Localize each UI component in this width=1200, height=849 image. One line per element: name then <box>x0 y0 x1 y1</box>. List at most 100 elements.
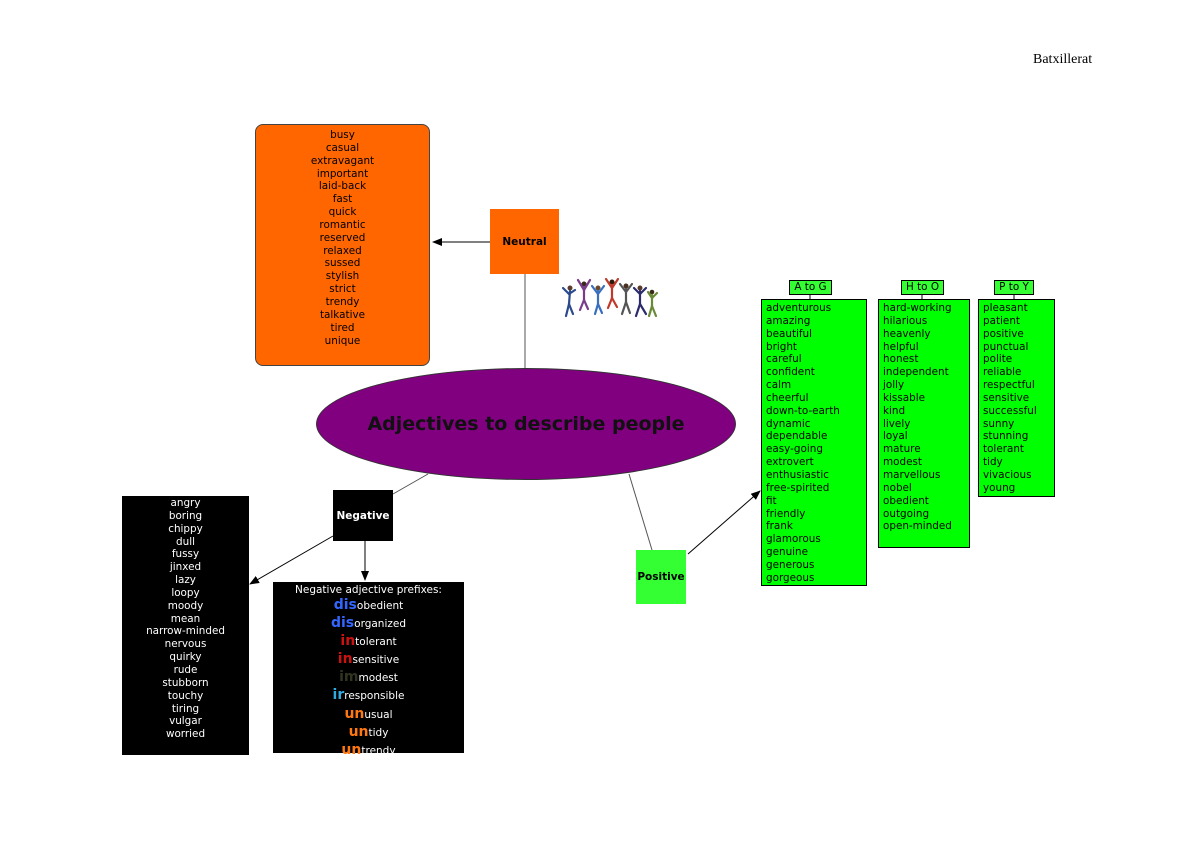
list-item: talkative <box>319 308 366 321</box>
list-item: narrow-minded <box>146 625 225 638</box>
list-item: marvellous <box>883 468 941 481</box>
list-item: lively <box>883 417 911 430</box>
list-item: dynamic <box>766 417 811 430</box>
word-root: trendy <box>361 744 396 757</box>
list-item: beautiful <box>766 327 813 340</box>
list-item: down-to-earth <box>766 404 840 417</box>
list-item: laid-back <box>318 180 367 193</box>
list-item: extravagant <box>310 154 375 167</box>
negative-node: Negative <box>333 490 393 541</box>
list-item: gorgeous <box>766 571 815 584</box>
list-item: open-minded <box>883 520 952 533</box>
list-item: loyal <box>883 430 908 443</box>
central-topic-ellipse: Adjectives to describe people <box>316 368 736 480</box>
list-item: tired <box>330 321 355 334</box>
word-root: usual <box>364 708 393 721</box>
header-label: Batxillerat <box>1033 52 1093 67</box>
list-item: stubborn <box>162 676 209 689</box>
list-item: unique <box>324 334 361 347</box>
neutral-label: Neutral <box>502 235 547 248</box>
list-item: confident <box>766 366 815 379</box>
list-item: calm <box>766 379 792 392</box>
positive-node: Positive <box>636 550 686 604</box>
list-item: successful <box>983 404 1037 417</box>
positive-label: Positive <box>637 571 685 583</box>
list-item: moody <box>167 599 204 612</box>
list-item: angry <box>170 497 201 509</box>
word-root: tidy <box>368 726 389 739</box>
connector-positive-center <box>628 473 653 551</box>
list-item: independent <box>883 366 949 379</box>
negative-prefixes-box: Negative adjective prefixes: disobedient… <box>273 582 464 758</box>
list-item: enthusiastic <box>766 468 829 481</box>
prefix-row: immodest <box>273 669 464 687</box>
prefix-part: un <box>341 741 362 758</box>
list-item: respectful <box>983 379 1035 392</box>
prefix-row: irresponsible <box>273 687 464 705</box>
list-item: nobel <box>883 481 912 494</box>
prefix-row: unusual <box>273 706 464 724</box>
word-root: sensitive <box>352 654 400 667</box>
list-item: tolerant <box>983 443 1025 456</box>
word-root: tolerant <box>355 636 397 649</box>
list-item: vulgar <box>169 715 202 728</box>
list-item: glamorous <box>766 533 821 546</box>
list-item: fit <box>766 494 777 507</box>
list-item: rude <box>173 663 198 676</box>
list-item: stunning <box>983 430 1029 443</box>
list-item: honest <box>883 353 919 366</box>
list-item: pleasant <box>983 302 1028 314</box>
jumping-people-image <box>561 277 659 318</box>
column-header-p-to-y: P to Y <box>994 280 1034 295</box>
prefix-part: dis <box>333 597 357 613</box>
list-item: relaxed <box>323 244 362 257</box>
list-item: modest <box>883 456 922 469</box>
list-item: strict <box>329 283 356 296</box>
list-item: sunny <box>983 417 1015 430</box>
list-item: worried <box>165 728 206 741</box>
connector-negative-center <box>392 473 429 495</box>
list-item: obedient <box>883 494 929 507</box>
central-topic-title: Adjectives to describe people <box>367 413 685 435</box>
list-item: young <box>983 481 1016 494</box>
list-item: tiring <box>171 702 200 715</box>
list-item: heavenly <box>883 327 931 340</box>
list-item: mean <box>170 612 201 625</box>
list-item: hard-working <box>883 302 952 314</box>
list-item: loopy <box>171 586 200 599</box>
prefix-row: untrendy <box>273 742 464 760</box>
list-item: stylish <box>325 270 360 283</box>
list-item: free-spirited <box>766 481 830 494</box>
prefix-part: un <box>348 723 369 740</box>
list-item: bright <box>766 340 798 353</box>
list-item: jinxed <box>169 561 202 574</box>
arrow-positive-list <box>687 490 761 555</box>
neutral-node: Neutral <box>490 209 559 274</box>
list-item: touchy <box>167 689 204 702</box>
prefix-part: in <box>340 633 356 650</box>
word-root: organized <box>354 618 407 631</box>
list-item: friendly <box>766 507 806 520</box>
prefix-row: disorganized <box>273 615 464 633</box>
list-item: sensitive <box>983 391 1030 404</box>
list-item: reserved <box>319 231 366 244</box>
list-item: quirky <box>169 651 202 664</box>
prefix-row: untidy <box>273 724 464 742</box>
list-item: mature <box>883 443 921 456</box>
list-item: genuine <box>766 546 809 559</box>
list-item: boring <box>168 509 203 522</box>
list-item: patient <box>983 314 1020 327</box>
list-item: sussed <box>324 257 361 270</box>
prefix-part: dis <box>330 615 355 632</box>
list-item: vivacious <box>983 468 1032 481</box>
word-root: obedient <box>356 600 404 612</box>
prefix-part: un <box>344 705 365 722</box>
list-item: extrovert <box>766 456 814 469</box>
list-item: generous <box>766 558 815 571</box>
list-item: trendy <box>325 295 360 308</box>
list-item: helpful <box>883 340 919 353</box>
list-item: adventurous <box>766 302 832 314</box>
